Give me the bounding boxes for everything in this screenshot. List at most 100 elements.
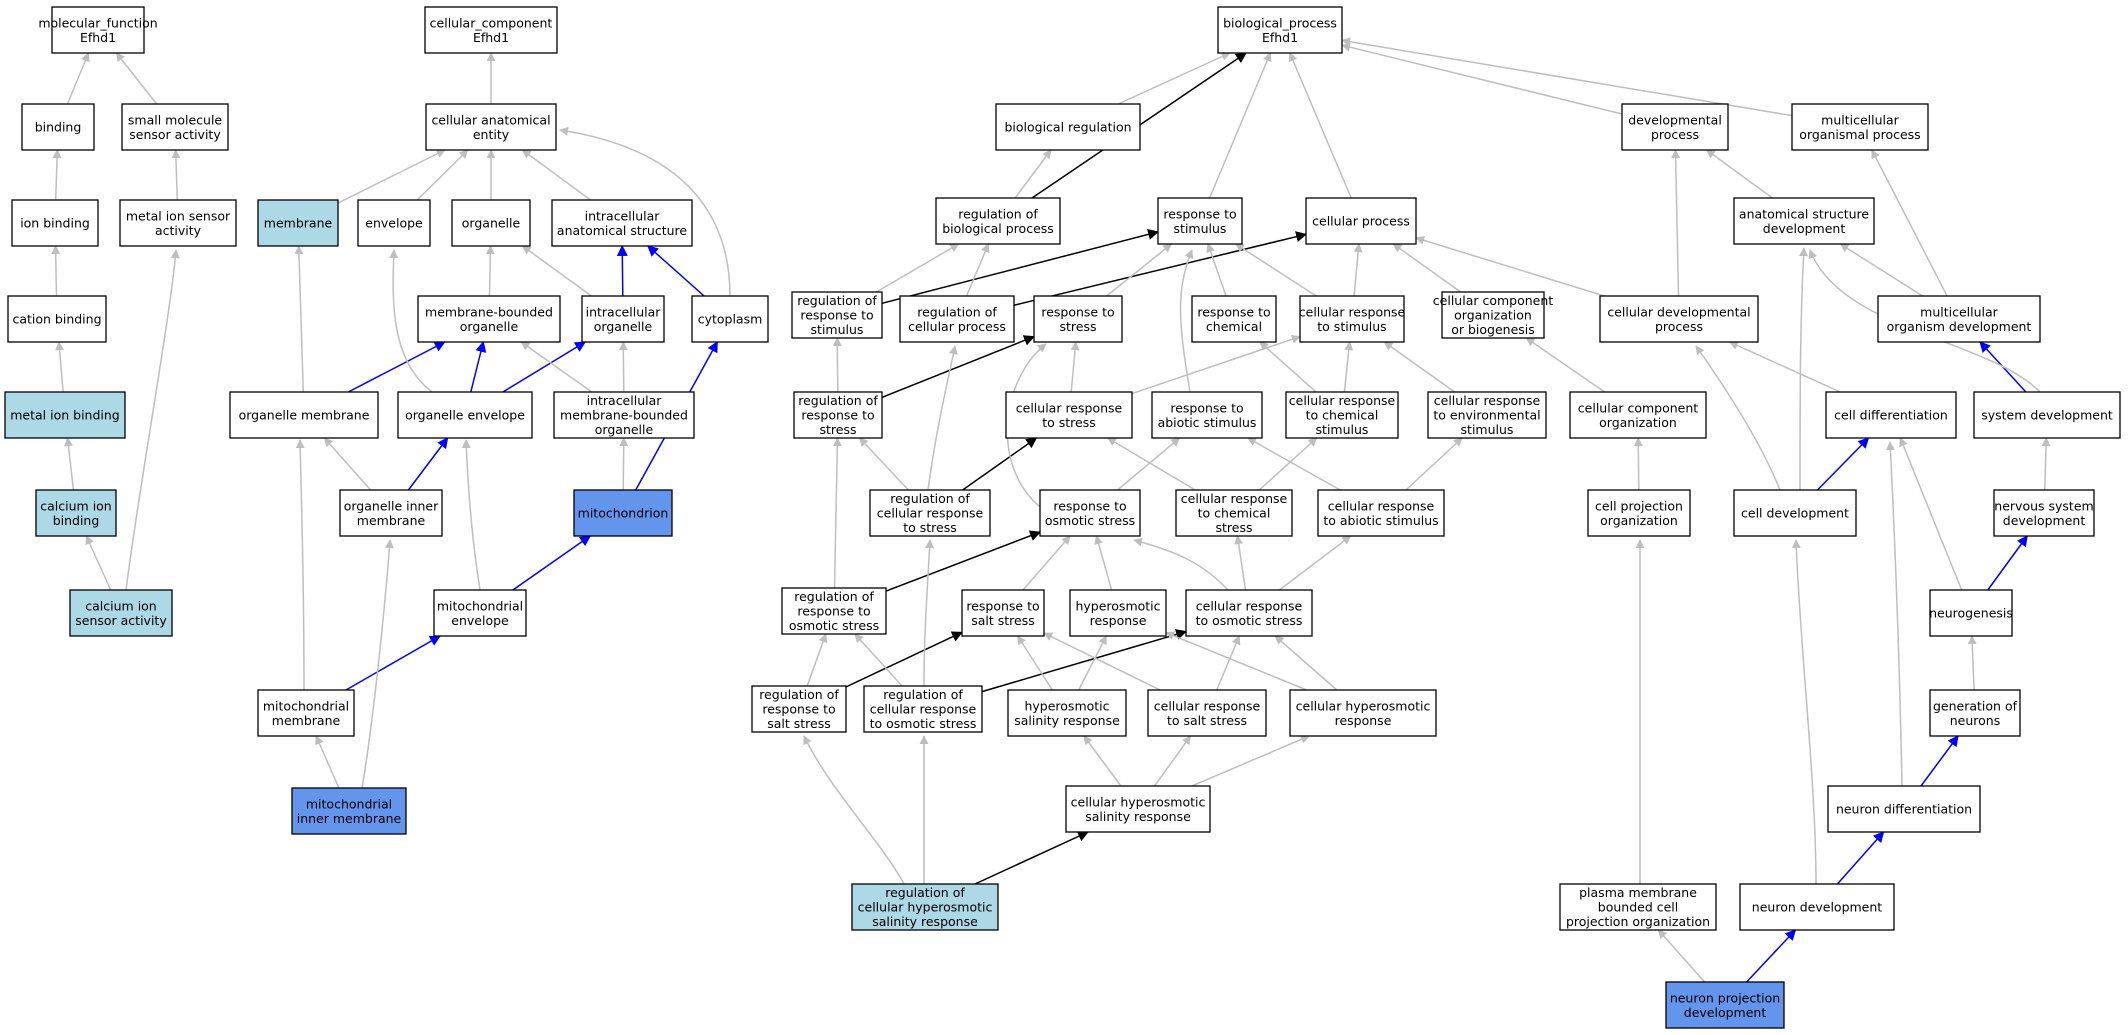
node-envelope[interactable]: envelope [357, 199, 431, 247]
node-label-line: calcium ion [40, 498, 111, 513]
edge-caib-to-mtib [64, 437, 75, 491]
node-neurogen[interactable]: neurogenesis [1929, 589, 2013, 637]
node-mito[interactable]: mitochondrion [573, 489, 673, 537]
node-celldev[interactable]: cell development [1733, 489, 1857, 537]
node-cp[interactable]: cellular process [1305, 197, 1417, 245]
node-label-line: cellular hyperosmotic [1296, 698, 1431, 713]
node-mtib[interactable]: metal ion binding [4, 391, 126, 439]
node-box [339, 489, 443, 537]
node-membrane[interactable]: membrane [257, 199, 339, 247]
node-box [11, 199, 99, 247]
node-neurdiff[interactable]: neuron differentiation [1827, 785, 1981, 833]
node-label-line: system development [1981, 408, 2113, 423]
node-organelle[interactable]: organelle [451, 199, 531, 247]
node-label-line: membrane [272, 713, 341, 728]
node-label-line: neurons [1950, 713, 2000, 728]
node-ionb[interactable]: ion binding [11, 199, 99, 247]
node-binding[interactable]: binding [21, 103, 95, 151]
edge-rchsr-to-chsr [974, 831, 1089, 885]
node-box [1065, 785, 1211, 833]
edge-neurdev-to-neurdiff [1836, 831, 1885, 885]
node-label-line: regulation of [958, 206, 1038, 221]
node-box [21, 103, 95, 151]
node-sysdev[interactable]: system development [1973, 391, 2121, 439]
node-label-line: cellular response [1016, 400, 1123, 415]
edge-chsr-to-chr [1191, 735, 1310, 787]
node-celldiff[interactable]: cell differentiation [1825, 391, 1957, 439]
edge-cationb-to-ionb [51, 245, 61, 297]
node-label-line: to abiotic stimulus [1323, 513, 1438, 528]
node-label-line: regulation of [797, 293, 877, 308]
node-label-line: regulation of [885, 885, 965, 900]
edge-crtchem-to-crts [1343, 341, 1354, 393]
edge-devp-to-bp [1341, 42, 1623, 115]
node-label-line: stimulus [1461, 422, 1514, 437]
node-neurdev[interactable]: neuron development [1739, 883, 1895, 931]
edge-imbo-to-mbo [520, 341, 593, 393]
node-cytoplasm[interactable]: cytoplasm [691, 295, 769, 343]
node-breg[interactable]: biological regulation [995, 103, 1141, 151]
node-om[interactable]: organelle membrane [229, 391, 379, 439]
node-box [1005, 391, 1133, 439]
edge-neurogen-to-celldiff [1899, 437, 1963, 591]
node-cationb[interactable]: cation binding [7, 295, 107, 343]
edge-oe-to-mbo [470, 340, 487, 393]
node-oe[interactable]: organelle envelope [397, 391, 533, 439]
